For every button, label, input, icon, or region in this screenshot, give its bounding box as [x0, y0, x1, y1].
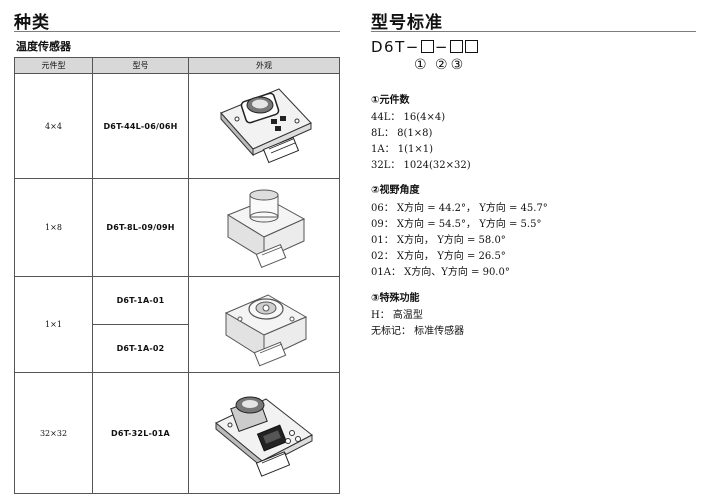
sensor-image-cell [188, 178, 340, 277]
spec-line: 09： X方向 = 54.5°， Y方向 = 5.5° [371, 219, 542, 230]
model-cell: D6T-1A-01 [92, 276, 189, 325]
section-title-types: 种类 [14, 13, 50, 33]
heading-element-count: ①元件数 [371, 95, 410, 106]
sensor-44l-illustration [220, 88, 312, 164]
sensor-8l-illustration [226, 189, 306, 268]
sensor-image-cell [188, 73, 340, 179]
element-count-cell: 1×1 [14, 276, 93, 373]
sensor-types-table: 元件型 型号 外观 4×4 D6T-44L-06/06H [14, 57, 340, 494]
title-underline [14, 31, 340, 32]
sensor-image-cell [188, 372, 340, 494]
model-code-prefix: D6T− [371, 38, 420, 56]
section-title-model-standard: 型号标准 [371, 13, 443, 33]
title-underline [371, 31, 696, 32]
spec-line: 44L： 16(4×4) [371, 112, 446, 123]
table-row: 4×4 D6T-44L-06/06H [14, 73, 340, 179]
model-code-pattern: D6T−− [371, 38, 479, 56]
placeholder-box [464, 40, 478, 53]
table-subtitle: 温度传感器 [16, 40, 71, 53]
model-cell: D6T-44L-06/06H [92, 73, 189, 179]
table-row: 32×32 D6T-32L-01A [14, 372, 340, 494]
heading-view-angle: ②视野角度 [371, 185, 420, 196]
spec-line: 32L： 1024(32×32) [371, 160, 471, 171]
spec-line: 02： X方向， Y方向 = 26.5° [371, 251, 506, 262]
placeholder-box [420, 40, 434, 53]
spec-line: 06： X方向 = 44.2°， Y方向 = 45.7° [371, 203, 548, 214]
spec-line: 8L： 8(1×8) [371, 128, 433, 139]
marker-1: ① [414, 57, 428, 73]
sensor-1a-illustration [224, 293, 308, 366]
table-row: 1×8 D6T-8L-09/09H [14, 178, 340, 277]
table-header-row: 元件型 型号 外观 [14, 57, 340, 74]
element-count-cell: 4×4 [14, 73, 93, 179]
heading-special-function: ③特殊功能 [371, 293, 420, 304]
placeholder-box [449, 40, 463, 53]
spec-line: 01A： X方向、Y方向 = 90.0° [371, 267, 510, 278]
model-cell: D6T-32L-01A [92, 372, 189, 494]
header-appearance: 外观 [188, 57, 340, 74]
spec-line: H： 高温型 [371, 310, 423, 321]
model-cell: D6T-8L-09/09H [92, 178, 189, 277]
header-model: 型号 [92, 57, 189, 74]
element-count-cell: 1×8 [14, 178, 93, 277]
spec-line: 01： X方向， Y方向 = 58.0° [371, 235, 506, 246]
marker-3: ③ [450, 57, 465, 73]
sensor-32l-illustration [215, 396, 313, 477]
model-cell: D6T-1A-02 [92, 324, 189, 373]
element-count-cell: 32×32 [14, 372, 93, 494]
table-row: 1×1 D6T-1A-01 [14, 276, 340, 373]
marker-2: ② [435, 57, 449, 73]
spec-line: 无标记： 标准传感器 [371, 326, 465, 337]
sensor-image-cell [188, 276, 340, 373]
spec-line: 1A： 1(1×1) [371, 144, 434, 155]
model-code-separator: − [434, 38, 449, 56]
header-element-type: 元件型 [14, 57, 93, 74]
